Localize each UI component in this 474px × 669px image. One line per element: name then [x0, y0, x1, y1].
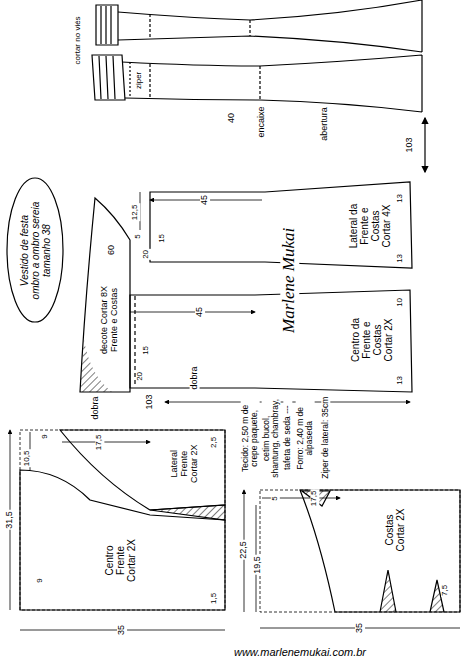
dimension-label: 7,5: [442, 583, 451, 596]
dress-sketch-stroke: [150, 64, 260, 100]
fabric-note: tafeta de seda ---: [283, 395, 292, 481]
dimension-label: 9: [36, 577, 45, 583]
neckline-piece-stroke: [80, 198, 130, 392]
front-bodice-stroke: [150, 505, 225, 520]
skirt-pieces-stroke: [130, 200, 262, 312]
front-bodice-stroke: [20, 430, 225, 610]
front-bodice: [10, 430, 225, 630]
pattern-piece: Centro da Frente e Costas Cortar 2X: [350, 310, 394, 370]
title-oval: [7, 178, 63, 322]
skirt-pieces-stroke: [130, 290, 412, 392]
dimension-label: 10: [396, 297, 405, 308]
dimension-label: dobra: [91, 395, 101, 420]
dimension-label: 60: [107, 244, 117, 256]
piece-label: Centro Frente Cortar 2X: [104, 535, 137, 585]
piece-label: Lateral Frente Cortar 2X: [170, 440, 200, 488]
dimension-label: 22,5: [239, 540, 249, 560]
title: Vestido de festa ombro a ombro sereia ta…: [19, 200, 52, 300]
dimension-label: 15: [158, 233, 167, 244]
piece-label: Centro da Frente e Costas Cortar 2X: [350, 310, 394, 370]
piece-label: Frente e Costas: [110, 280, 120, 360]
dress-sketch-stroke: [150, 14, 250, 38]
fabric-note: Forro: 2,40 m de alpaseda: [296, 395, 315, 481]
front-bodice-stroke: [20, 470, 225, 610]
dimension-label: 35: [117, 624, 127, 636]
back-bodice-stroke: [380, 570, 444, 612]
pattern-piece: Lateral Frente Cortar 2X: [170, 440, 200, 488]
dimension-label: 103: [145, 393, 155, 410]
fabric-note: cetim bucol, shantung, chambray,: [262, 395, 281, 481]
dress-sketch-stroke: [424, 118, 425, 172]
back-bodice: [244, 490, 460, 628]
piece-label: Costas Cortar 2X: [384, 505, 406, 555]
dress-sketch-stroke: [96, 5, 118, 45]
dimension-label: 13: [396, 193, 405, 204]
dimension-label: 13: [396, 253, 405, 264]
dimension-label: dobra: [190, 365, 200, 390]
piece-label: Lateral da Frente e Costas Cortar 4X: [348, 197, 392, 255]
dress-sketch-stroke: [118, 0, 422, 52]
pattern-piece: Costas Cortar 2X: [384, 505, 406, 555]
front-bodice-stroke: [10, 430, 225, 630]
dimension-label: 1,5: [211, 591, 220, 604]
dimension-label: 31,5: [5, 510, 15, 530]
back-bodice-stroke: [244, 490, 460, 628]
dimension-label: 17,5: [311, 489, 320, 507]
dimension-label: 19,5: [253, 555, 263, 575]
dimension-label: 45: [200, 194, 210, 206]
back-bodice-stroke: [260, 490, 460, 612]
piece-label: decote Cortar 8X: [100, 280, 110, 360]
dimension-label: 9: [41, 433, 50, 439]
dress-sketch-stroke: [101, 6, 111, 44]
dimension-label: 5: [134, 233, 143, 239]
dimension-label: 20: [142, 249, 151, 260]
back-bodice-stroke: [300, 490, 460, 612]
dress-sketch: [92, 0, 425, 172]
dimension-label: 13: [396, 375, 405, 386]
dress-sketch-stroke: [122, 55, 422, 112]
dimension-label: 40: [227, 112, 237, 124]
dimension-label: 12,5: [132, 203, 141, 221]
dimension-label: 20: [136, 371, 145, 382]
dimension-label: abertura: [320, 106, 330, 142]
fabric-note: Ziper de lateral: 35cm: [321, 395, 330, 481]
dimension-label: cortar no viés: [74, 15, 83, 65]
dimension-label: ziper: [136, 70, 145, 89]
pattern-piece: Lateral da Frente e Costas Cortar 4X: [348, 197, 392, 255]
dimension-label: 35: [355, 622, 365, 634]
dress-sketch-stroke: [99, 56, 115, 99]
dimension-label: 10,5: [24, 449, 33, 467]
pattern-piece: decote Cortar 8XFrente e Costas: [100, 280, 120, 360]
neckline-piece: [80, 198, 130, 392]
dimension-label: 2,5: [211, 435, 220, 448]
dimension-label: 45: [195, 306, 205, 318]
dimension-label: 15: [142, 345, 151, 356]
dimension-label: 103: [405, 136, 415, 153]
dimension-label: 5: [271, 495, 280, 501]
fabric-note: Tecido: 2,50 m de crepe paquete,: [241, 395, 260, 481]
dimension-label: 17,5: [96, 433, 105, 451]
dimension-label: encaixe: [257, 105, 267, 138]
website: www.marlenemukai.com.br: [233, 646, 367, 658]
dress-sketch-stroke: [92, 55, 125, 100]
skirt-pieces: [130, 182, 412, 402]
signature: Marlene Mukai: [281, 226, 300, 333]
pattern-piece: Centro Frente Cortar 2X: [104, 535, 137, 585]
dress-sketch-stroke: [129, 62, 130, 98]
